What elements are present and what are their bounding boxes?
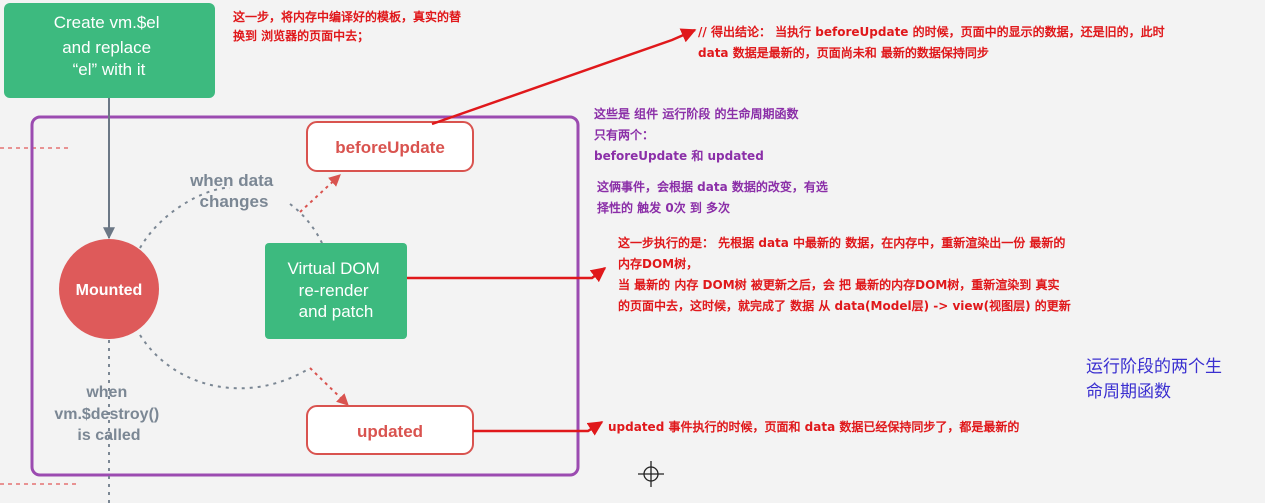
update-loop-top — [139, 186, 231, 249]
when-data-changes-line-2: changes — [200, 192, 269, 211]
virtual-dom-note-line-3: 当 最新的 内存 DOM树 被更新之后，会 把 最新的内存DOM树，重新渲染到 … — [618, 278, 1060, 292]
before-update-label: beforeUpdate — [335, 138, 445, 157]
create-el-note-line-1: 这一步，将内存中编译好的模板，真实的替 — [233, 10, 462, 24]
svg-text:Virtual DOM re-render: Virtual DOM re-render and patch — [288, 259, 385, 321]
mounted-node — [59, 239, 159, 339]
trigger-note-line-2: 择性的 触发 0次 到 多次 — [597, 201, 731, 215]
virtual-dom-node — [265, 243, 407, 339]
create-el-box — [4, 3, 215, 98]
create-el-note: 这一步，将内存中编译好的模板，真实的替 换到 浏览器的页面中去； — [233, 8, 461, 46]
mounted-label: Mounted — [76, 282, 143, 299]
before-update-note-arrow — [431, 28, 697, 126]
phase-note-line-1: 这些是 组件 运行阶段 的生命周期函数 — [594, 107, 799, 121]
destroy-line-1: when — [85, 384, 127, 401]
virtual-dom-note-line-2: 内存DOM树， — [618, 257, 699, 271]
summary-note: 运行阶段的两个生 命周期函数 — [1086, 355, 1222, 404]
update-loop-bottom — [139, 334, 311, 390]
virtual-dom-line-3: and patch — [299, 302, 374, 321]
virtual-dom-line-2: re-render — [299, 281, 369, 300]
summary-note-line-2: 命周期函数 — [1086, 381, 1171, 402]
run-phase-frame — [30, 115, 580, 477]
virtual-dom-note-line-1: 这一步执行的是： 先根据 data 中最新的 数据，在内存中，重新渲染出一份 最… — [618, 236, 1066, 250]
trigger-note: 这俩事件，会根据 data 数据的改变，有选 择性的 触发 0次 到 多次 — [597, 177, 828, 219]
phase-note-line-3: beforeUpdate 和 updated — [594, 149, 764, 163]
updated-note-line-1: updated 事件执行的时候，页面和 data 数据已经保持同步了，都是最新的 — [608, 420, 1020, 434]
virtual-dom-note: 这一步执行的是： 先根据 data 中最新的 数据，在内存中，重新渲染出一份 最… — [618, 233, 1071, 317]
when-data-changes-line-1: when data — [189, 171, 274, 190]
destroy-line-2: vm.$destroy() — [54, 406, 159, 423]
updated-note: updated 事件执行的时候，页面和 data 数据已经保持同步了，都是最新的 — [608, 418, 1019, 437]
virtual-dom-note-line-4: 的页面中去，这时候，就完成了 数据 从 data(Model层) -> view… — [618, 299, 1071, 313]
create-el-note-line-2: 换到 浏览器的页面中去； — [233, 29, 370, 44]
to-updated-arrow — [309, 367, 349, 406]
before-update-node — [306, 121, 474, 172]
create-el-line-1: Create vm.$el — [54, 13, 160, 32]
create-el-line-3: “el” with it — [73, 60, 146, 79]
svg-text:when vm.$destroy() is: when vm.$destroy() is called — [54, 384, 163, 444]
summary-note-line-1: 运行阶段的两个生 — [1086, 357, 1222, 377]
to-before-update-arrow — [299, 174, 341, 213]
before-update-note: // 得出结论： 当执行 beforeUpdate 的时候，页面中的显示的数据，… — [698, 22, 1165, 64]
create-el-line-2: and replace — [62, 38, 151, 57]
trigger-note-line-1: 这俩事件，会根据 data 数据的改变，有选 — [597, 180, 828, 194]
svg-text:when data changes: when data changes — [189, 171, 278, 211]
phase-note: 这些是 组件 运行阶段 的生命周期函数 只有两个： beforeUpdate 和… — [594, 104, 799, 167]
virtual-dom-line-1: Virtual DOM — [288, 259, 380, 278]
svg-text:Create vm.$el and replace: Create vm.$el and replace “el” with it — [54, 13, 165, 79]
before-update-note-line-2: data 数据是最新的，页面尚未和 最新的数据保持同步 — [698, 46, 989, 60]
before-update-note-line-1: // 得出结论： 当执行 beforeUpdate 的时候，页面中的显示的数据，… — [698, 25, 1165, 39]
updated-note-arrow — [473, 420, 604, 436]
destroy-line-3: is called — [77, 427, 140, 444]
crosshair-cursor-icon — [638, 461, 664, 487]
virtual-dom-note-arrow — [407, 267, 607, 283]
phase-note-line-2: 只有两个： — [594, 128, 655, 142]
updated-label: updated — [357, 422, 423, 441]
